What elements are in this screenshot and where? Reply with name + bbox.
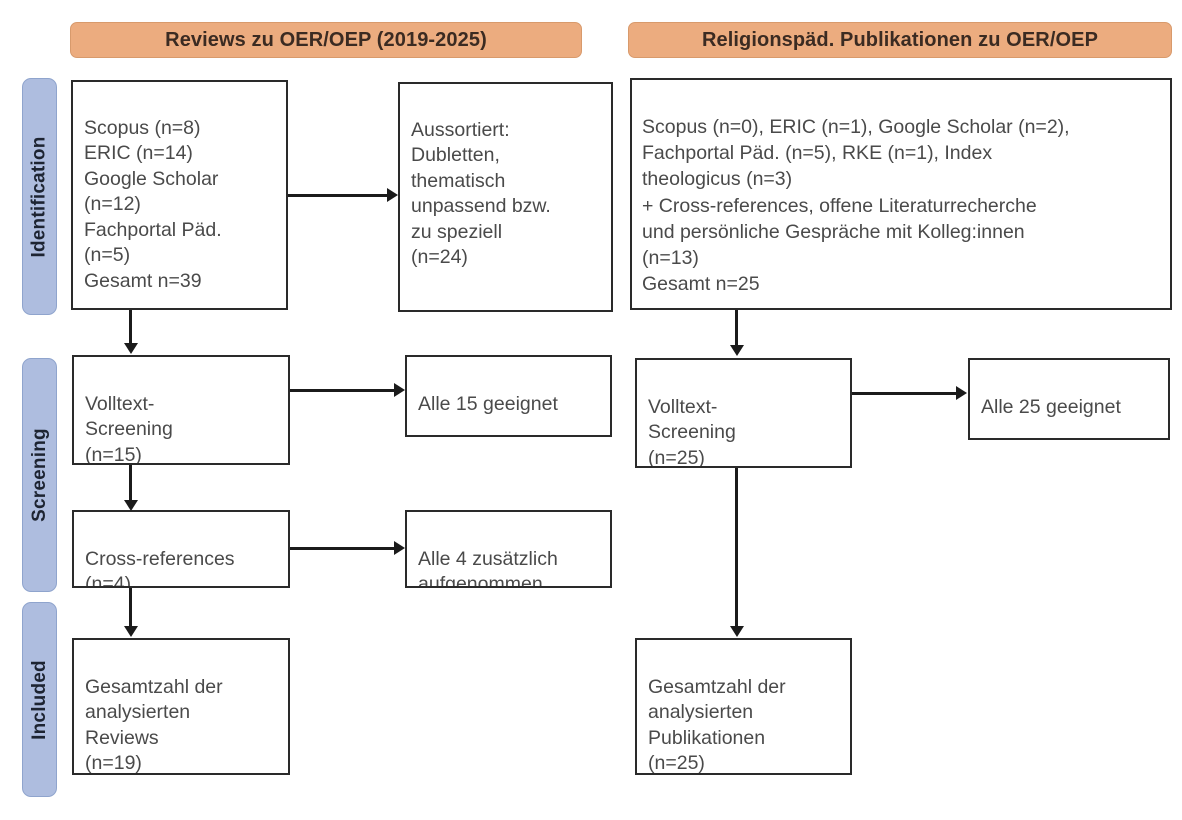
left-excluded-text: Aussortiert: Dubletten, thematisch unpas…	[411, 118, 551, 269]
left-identification-box: Scopus (n=8) ERIC (n=14) Google Scholar …	[71, 80, 288, 310]
left-crossreferences-text: Cross-references (n=4)	[85, 547, 235, 588]
stage-pill-identification-label: Identification	[28, 135, 50, 258]
right-included-box: Gesamtzahl der analysierten Publikatione…	[635, 638, 852, 775]
left-included-text: Gesamtzahl der analysierten Reviews (n=1…	[85, 675, 223, 775]
column-header-religionspaed: Religionspäd. Publikationen zu OER/OEP	[628, 22, 1172, 58]
left-included-box: Gesamtzahl der analysierten Reviews (n=1…	[72, 638, 290, 775]
stage-pill-screening-label: Screening	[28, 428, 50, 522]
right-fulltext-result-text: Alle 25 geeignet	[981, 395, 1121, 418]
connector-left-fulltext-to-result	[290, 389, 395, 392]
right-included-text: Gesamtzahl der analysierten Publikatione…	[648, 675, 786, 775]
connector-right-id-to-fulltext	[735, 310, 738, 346]
arrowhead-right-id-to-fulltext	[729, 345, 744, 356]
arrowhead-right-fulltext-to-result	[956, 386, 967, 400]
right-fulltext-screening-box: Volltext- Screening (n=25)	[635, 358, 852, 468]
column-header-religionspaed-label: Religionspäd. Publikationen zu OER/OEP	[701, 28, 1099, 51]
right-identification-text: Scopus (n=0), ERIC (n=1), Google Scholar…	[642, 116, 1070, 295]
right-identification-box: Scopus (n=0), ERIC (n=1), Google Scholar…	[630, 78, 1172, 310]
connector-left-id-to-excluded	[288, 194, 388, 197]
left-crossreferences-result-box: Alle 4 zusätzlich aufgenommen	[405, 510, 612, 588]
arrowhead-left-id-to-fulltext	[123, 343, 138, 354]
connector-left-fulltext-to-crossref	[129, 465, 132, 501]
connector-left-crossref-to-result	[290, 547, 395, 550]
right-fulltext-result-box: Alle 25 geeignet	[968, 358, 1170, 440]
connector-left-id-to-fulltext	[129, 310, 132, 344]
stage-pill-included: Included	[22, 602, 57, 797]
arrowhead-right-fulltext-to-included	[729, 626, 744, 637]
left-fulltext-result-box: Alle 15 geeignet	[405, 355, 612, 437]
left-crossreferences-result-text: Alle 4 zusätzlich aufgenommen	[418, 547, 558, 588]
stage-pill-included-label: Included	[28, 659, 50, 740]
connector-right-fulltext-to-result	[852, 392, 957, 395]
arrowhead-left-id-to-excluded	[387, 188, 398, 202]
arrowhead-left-fulltext-to-result	[394, 383, 405, 397]
stage-pill-screening: Screening	[22, 358, 57, 592]
left-fulltext-screening-text: Volltext- Screening (n=15)	[85, 392, 173, 465]
left-crossreferences-box: Cross-references (n=4)	[72, 510, 290, 588]
arrowhead-left-crossref-to-included	[123, 626, 138, 637]
connector-left-crossref-to-included	[129, 588, 132, 627]
right-fulltext-screening-text: Volltext- Screening (n=25)	[648, 395, 736, 468]
left-identification-text: Scopus (n=8) ERIC (n=14) Google Scholar …	[84, 116, 222, 292]
left-fulltext-result-text: Alle 15 geeignet	[418, 392, 558, 415]
left-fulltext-screening-box: Volltext- Screening (n=15)	[72, 355, 290, 465]
column-header-reviews: Reviews zu OER/OEP (2019-2025)	[70, 22, 582, 58]
left-excluded-box: Aussortiert: Dubletten, thematisch unpas…	[398, 82, 613, 312]
arrowhead-left-fulltext-to-crossref	[123, 500, 138, 511]
stage-pill-identification: Identification	[22, 78, 57, 315]
arrowhead-left-crossref-to-result	[394, 541, 405, 555]
column-header-reviews-label: Reviews zu OER/OEP (2019-2025)	[165, 28, 487, 51]
connector-right-fulltext-to-included	[735, 468, 738, 627]
